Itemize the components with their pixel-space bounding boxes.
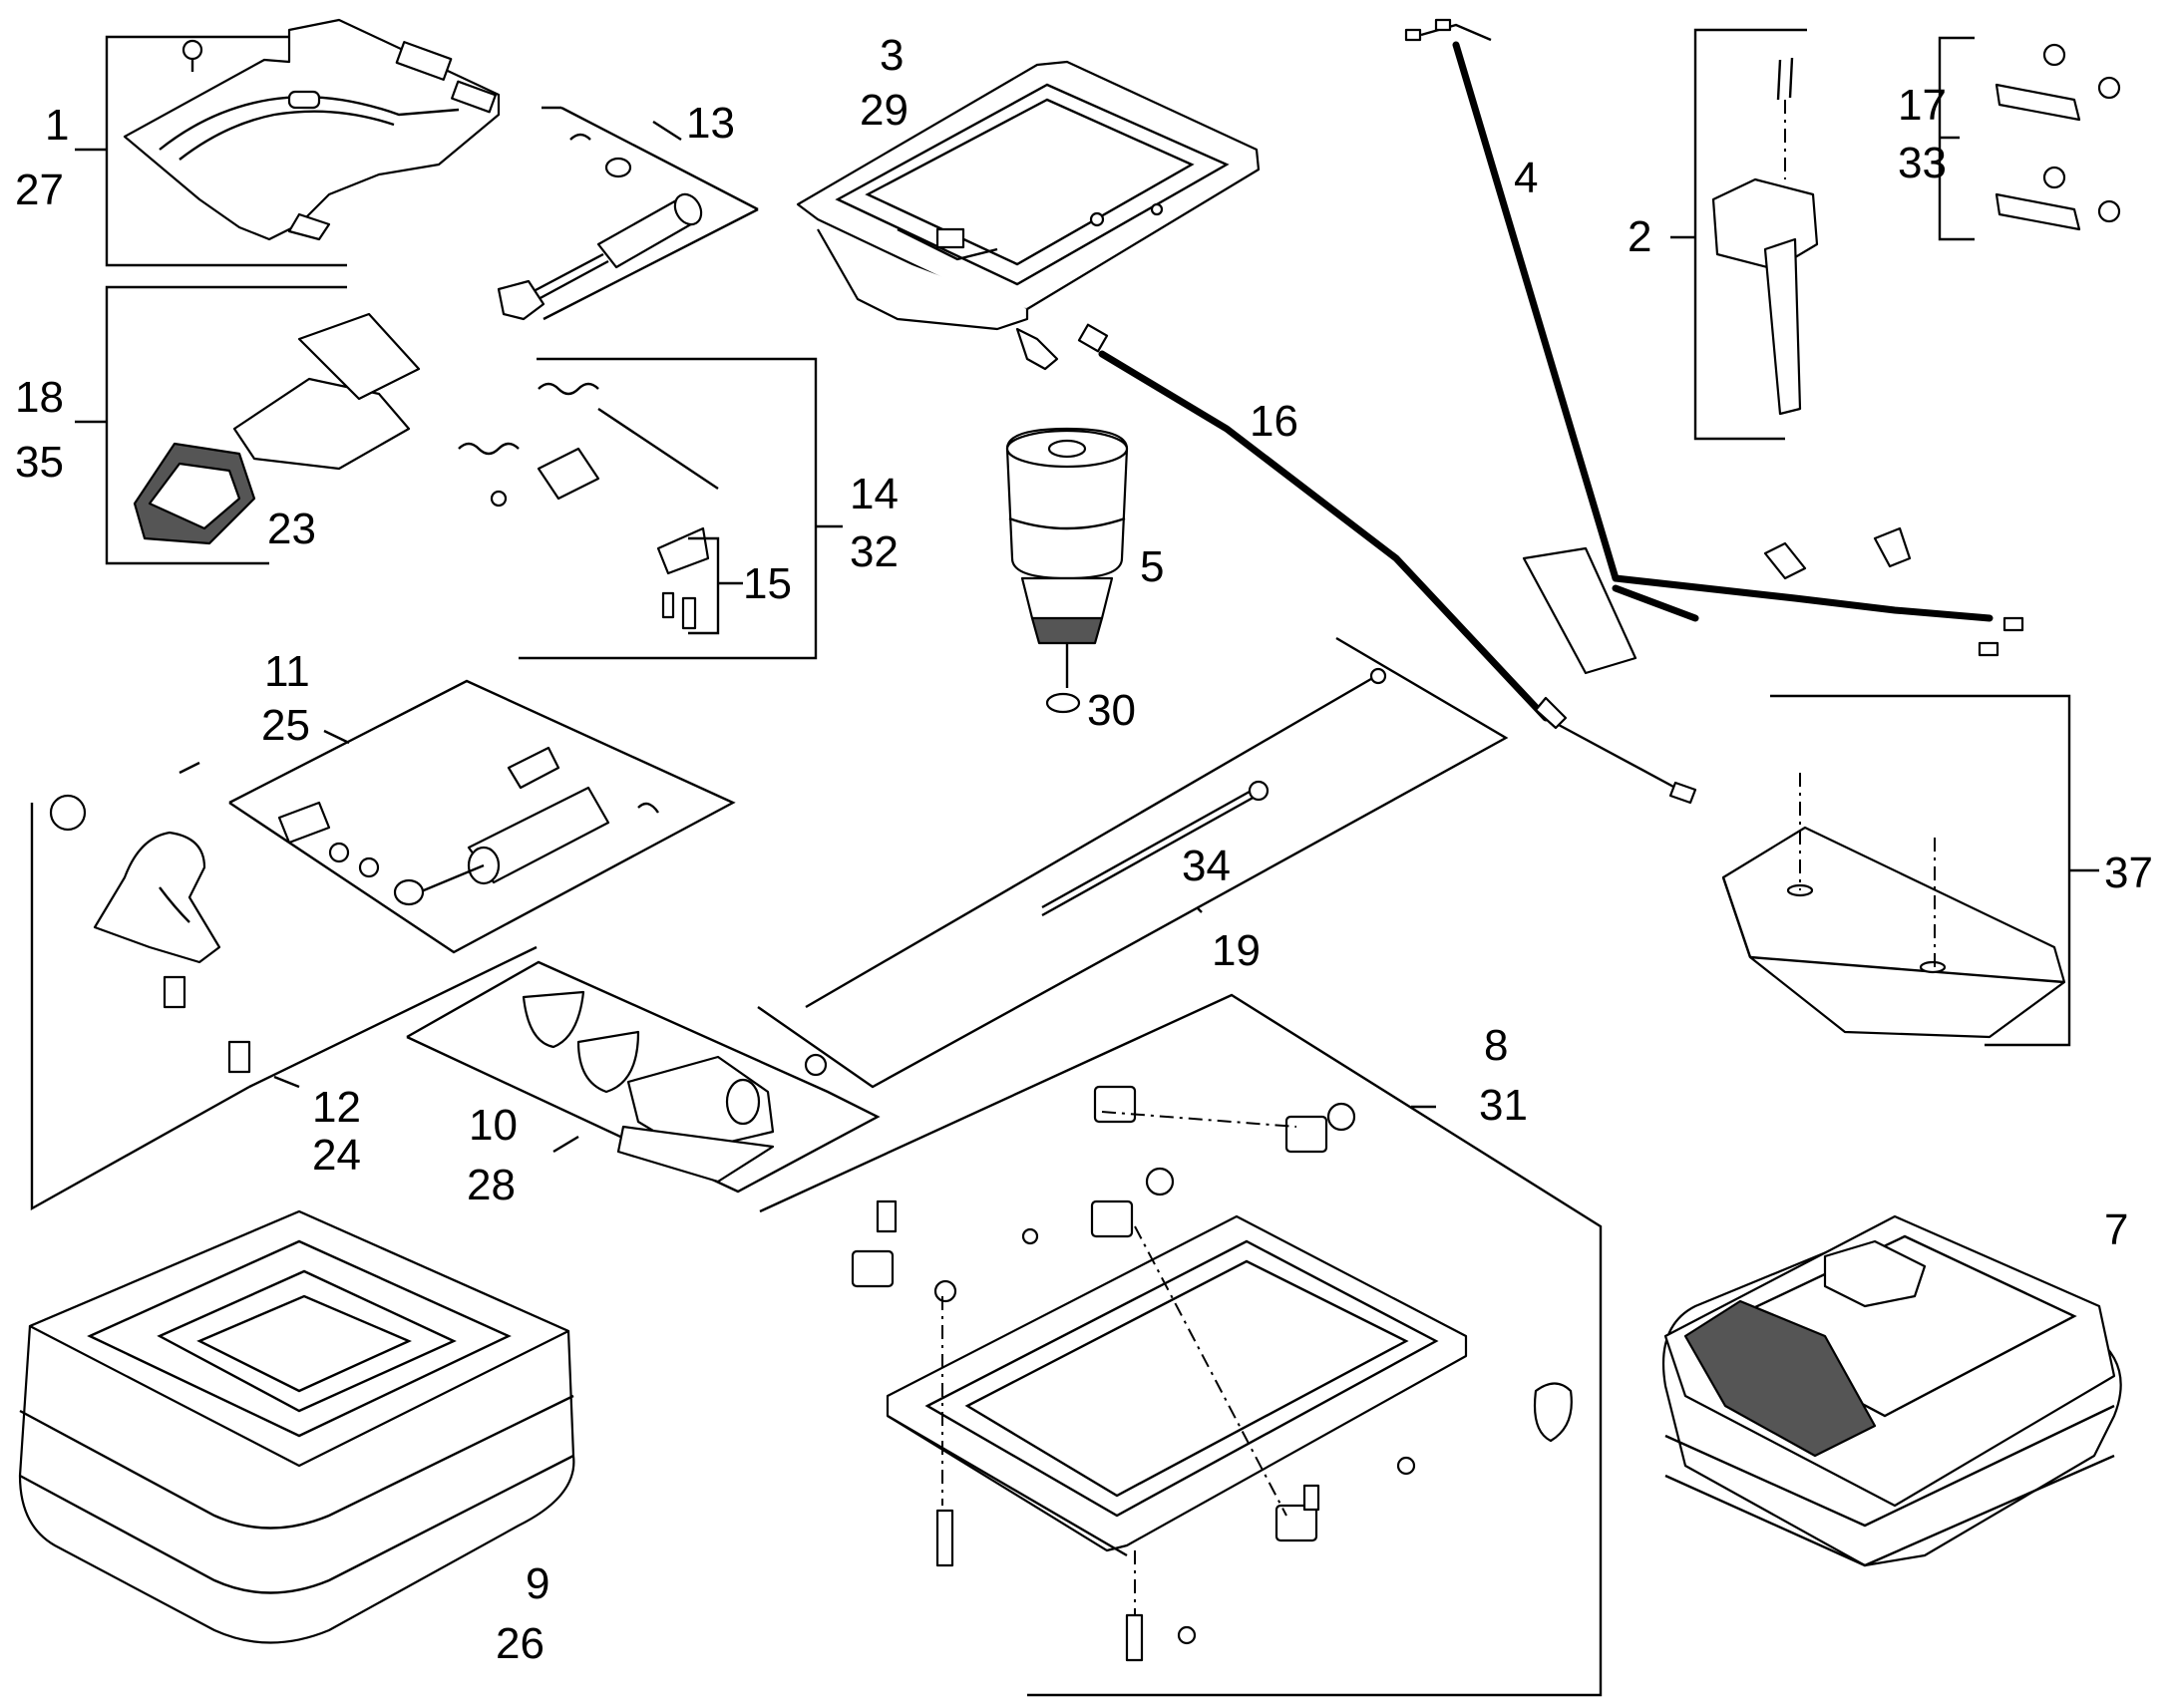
- label-7: 7: [2104, 1205, 2128, 1254]
- part-4-wire-harness: [1404, 18, 2024, 675]
- callout-labels: 1 27 3 29 13 4 17 33 2 18 35 23 16 14 32…: [15, 31, 2153, 1668]
- label-28: 28: [467, 1161, 516, 1209]
- label-3: 3: [880, 31, 904, 80]
- label-10: 10: [469, 1101, 518, 1150]
- part-10-compressor: [406, 960, 881, 1194]
- part-2-switch: [1670, 28, 1819, 441]
- label-32: 32: [850, 527, 899, 576]
- label-17: 17: [1898, 81, 1947, 130]
- label-30: 30: [1087, 686, 1136, 735]
- label-26: 26: [496, 1619, 545, 1668]
- label-33: 33: [1898, 139, 1947, 187]
- label-14: 14: [850, 470, 899, 518]
- part-14-lever-mechanism: [458, 357, 843, 660]
- label-24: 24: [312, 1131, 361, 1180]
- label-37: 37: [2104, 849, 2153, 897]
- label-13: 13: [686, 99, 735, 148]
- part-9-bellows: [18, 1209, 575, 1644]
- label-9: 9: [526, 1559, 549, 1608]
- part-5-air-spring: [1005, 427, 1129, 714]
- label-34: 34: [1182, 842, 1231, 890]
- label-11: 11: [264, 647, 310, 696]
- label-27: 27: [15, 166, 64, 214]
- part-19-rods: [757, 636, 1509, 1089]
- label-1: 1: [45, 101, 69, 150]
- part-16-cable: [1077, 323, 1697, 805]
- part-13-gas-spring: [497, 106, 759, 321]
- label-2: 2: [1628, 212, 1651, 261]
- part-12-lower-mechanism: [30, 761, 538, 1211]
- label-5: 5: [1140, 542, 1164, 591]
- label-15: 15: [743, 559, 792, 608]
- part-11-shock-absorber: [228, 679, 736, 954]
- label-18: 18: [15, 373, 64, 422]
- label-12: 12: [312, 1083, 361, 1132]
- part-3-upper-frame: [796, 60, 1261, 371]
- part-1-top-plate: [75, 18, 501, 267]
- label-25: 25: [261, 701, 310, 750]
- label-23: 23: [267, 505, 316, 553]
- part-18-control-console: [75, 285, 421, 565]
- part-7-seat-assembly: [1661, 1214, 2122, 1567]
- part-37-cushion: [1721, 694, 2099, 1047]
- label-31: 31: [1479, 1081, 1528, 1130]
- label-4: 4: [1514, 154, 1538, 202]
- label-19: 19: [1212, 926, 1261, 975]
- label-35: 35: [15, 438, 64, 487]
- part-17-brackets: [1938, 36, 2121, 241]
- label-29: 29: [860, 86, 908, 135]
- part-8-base-frame: [759, 993, 1603, 1697]
- label-8: 8: [1484, 1021, 1508, 1070]
- label-16: 16: [1250, 397, 1298, 446]
